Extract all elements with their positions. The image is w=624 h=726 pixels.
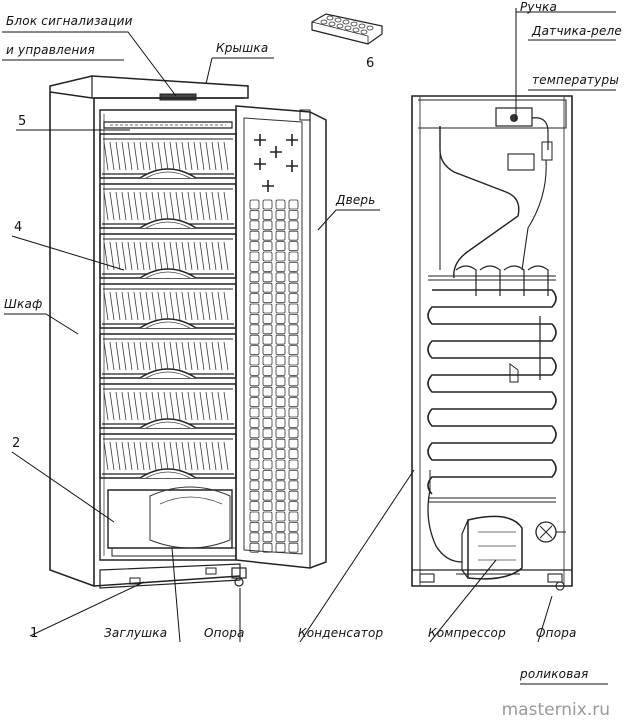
label-sensor-line1: Датчика-реле: [532, 24, 622, 38]
ice-tray: [311, 13, 383, 45]
label-alarm-unit-line1: Блок сигнализации: [6, 14, 133, 28]
label-handle: Ручка: [520, 0, 558, 14]
label-plug: Заглушка: [104, 626, 168, 640]
label-condenser: Конденсатор: [298, 626, 384, 640]
freezer-front-view: [49, 75, 327, 589]
watermark: masternix.ru: [501, 700, 610, 720]
label-item-5: 5: [18, 114, 27, 129]
label-item-2: 2: [12, 436, 21, 451]
label-support: Опора: [204, 626, 245, 640]
label-roller-support-line2: роликовая: [520, 667, 589, 681]
label-roller-support-line1: Опора: [536, 626, 577, 640]
label-lid: Крышка: [216, 41, 269, 55]
label-item-4: 4: [14, 220, 23, 235]
label-sensor-line2: температуры: [532, 73, 620, 87]
freezer-back-view: [411, 95, 573, 591]
label-item-1: 1: [30, 626, 39, 641]
label-door: Дверь: [336, 193, 376, 207]
label-compressor: Компрессор: [428, 626, 506, 640]
label-item-6: 6: [366, 56, 375, 71]
label-alarm-unit-line2: и управления: [6, 43, 95, 57]
leader-lines: [2, 8, 616, 685]
label-cabinet: Шкаф: [4, 297, 43, 311]
